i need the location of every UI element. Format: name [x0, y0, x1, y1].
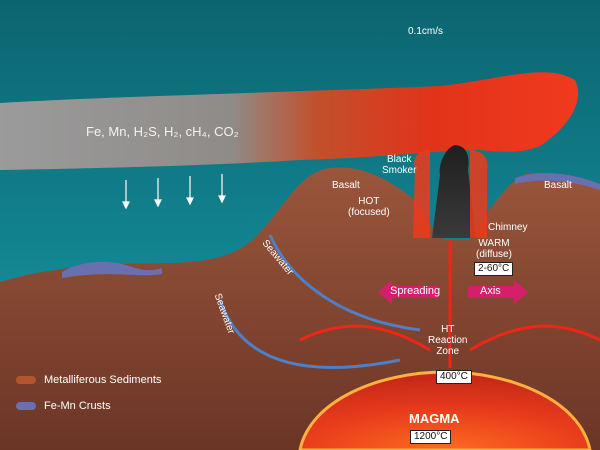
black-smoker-label: Black Smoker	[382, 154, 416, 176]
ht-temperature: 400°C	[436, 370, 472, 384]
legend-item-sediments: Metalliferous Sediments	[16, 374, 161, 386]
spreading-label: Spreading	[390, 285, 440, 297]
basalt-right-label: Basalt	[544, 180, 572, 191]
ht-reaction-zone-label: HT Reaction Zone	[428, 324, 467, 357]
chimney-label: Chimney	[488, 222, 527, 233]
plume-elements-text: Fe, Mn, H₂S, H₂, cH₄, CO₂	[86, 124, 239, 139]
scale-bar-label: 0.1cm/s	[408, 26, 443, 37]
legend-label-sediments: Metalliferous Sediments	[44, 374, 161, 386]
legend-item-crusts: Fe-Mn Crusts	[16, 400, 111, 412]
magma-label: MAGMA	[409, 411, 460, 426]
magma-temperature: 1200°C	[410, 430, 451, 444]
legend-swatch-crusts	[16, 402, 36, 410]
legend-label-crusts: Fe-Mn Crusts	[44, 400, 111, 412]
warm-temperature: 2-60°C	[474, 262, 513, 276]
hot-label: HOT (focused)	[348, 196, 390, 218]
scale-bar: 0.1cm/s	[408, 26, 443, 37]
legend-swatch-sediments	[16, 376, 36, 384]
basalt-left-label: Basalt	[332, 180, 360, 191]
axis-label: Axis	[480, 285, 501, 297]
warm-label: WARM (diffuse)	[476, 238, 512, 260]
